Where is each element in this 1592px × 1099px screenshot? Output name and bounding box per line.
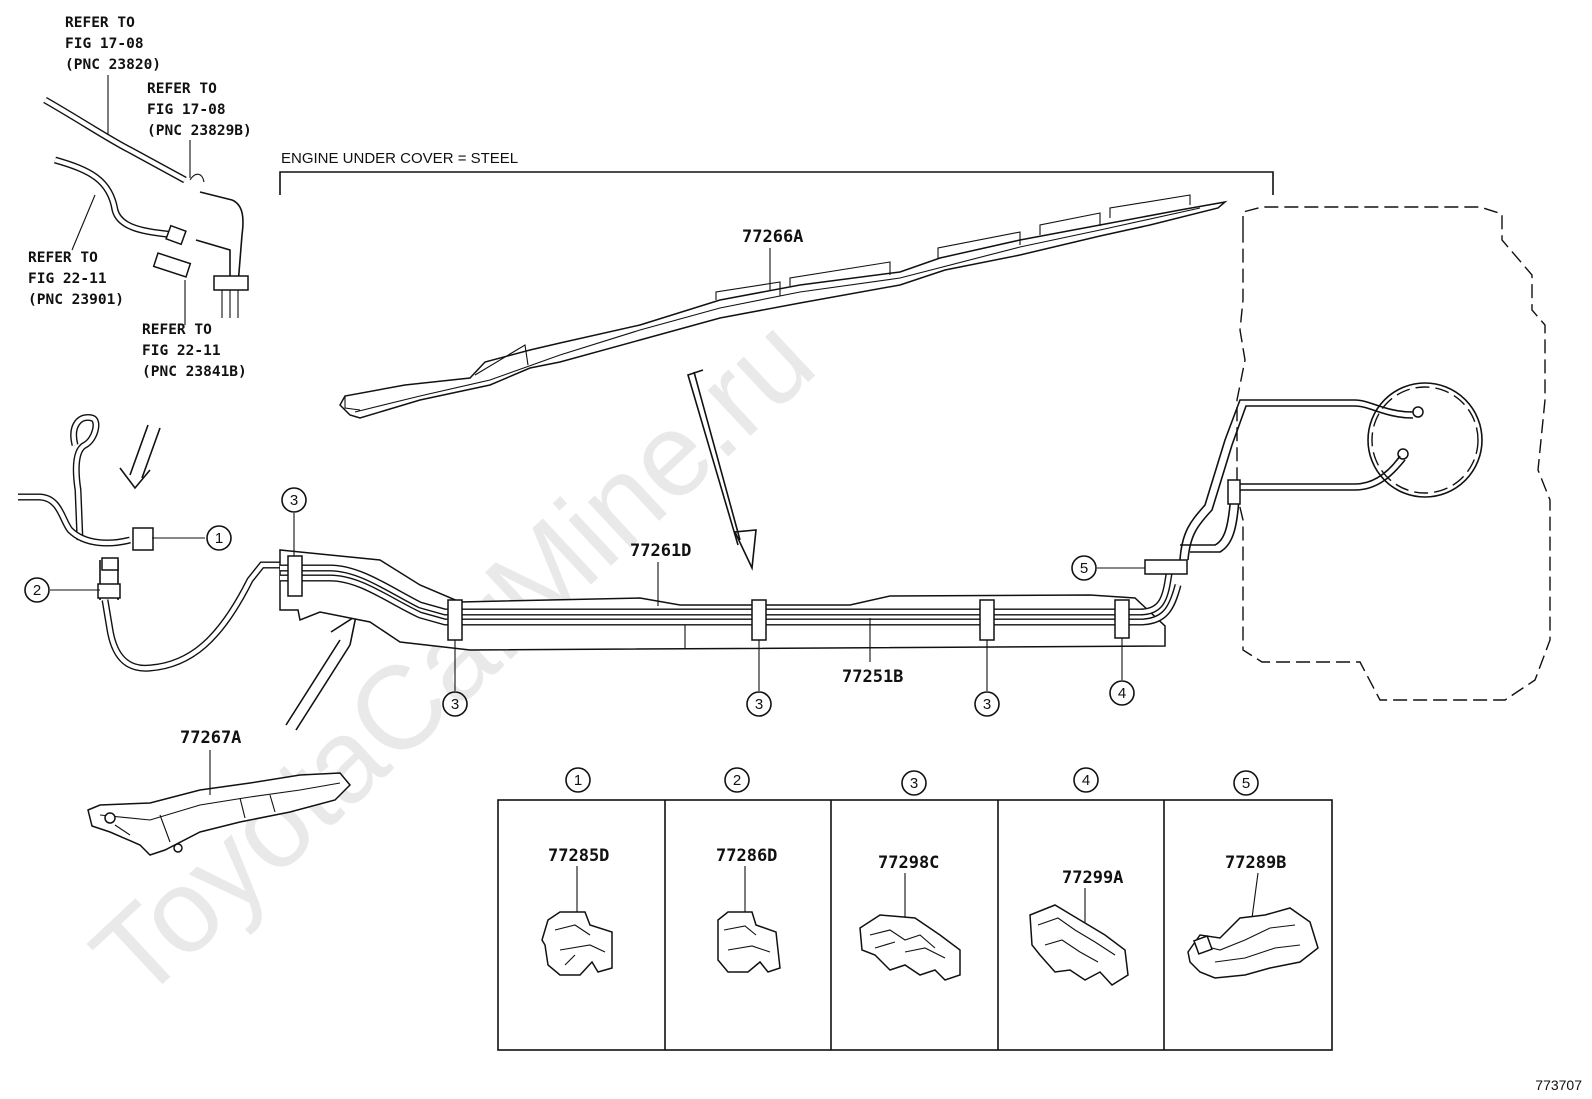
fuel-tank [1144, 206, 1551, 701]
clamp-part-number: 77286D [716, 846, 777, 866]
clamp-number: 5 [1242, 775, 1250, 792]
callout-5: 5 [1071, 555, 1145, 581]
callout-3-top: 3 [281, 487, 307, 556]
reference-line3: (PNC 23829B) [147, 123, 252, 139]
reference-label-23820: REFER TO FIG 17-08 (PNC 23820) [65, 15, 161, 73]
direction-arrows [119, 369, 757, 731]
reference-line1: REFER TO [28, 250, 98, 266]
clamp-3-c [979, 599, 995, 641]
part-number-77261d: 77261D [630, 541, 691, 561]
reference-line1: REFER TO [65, 15, 135, 31]
part-number-77267a: 77267A [180, 728, 241, 748]
clamp-5 [1144, 559, 1188, 575]
clamp-part-number: 77289B [1225, 853, 1286, 873]
reference-line2: FIG 22-11 [142, 343, 221, 359]
diagram-id: 773707 [1535, 1077, 1582, 1093]
section-label: ENGINE UNDER COVER = STEEL [281, 150, 518, 167]
clamp-column-1: 1 77285D [541, 767, 613, 976]
callout-5-number: 5 [1080, 560, 1088, 577]
clamp-number: 1 [574, 772, 582, 789]
clamp-3-a [447, 599, 463, 641]
reference-line2: FIG 17-08 [65, 36, 144, 52]
clamp-table-frame [497, 799, 1333, 1051]
clamp-part-number: 77285D [548, 846, 609, 866]
callout-3-a: 3 [442, 640, 468, 717]
callout-4-number: 4 [1118, 685, 1126, 702]
callout-3-b: 3 [746, 640, 772, 717]
left-hose-assembly [18, 414, 285, 672]
callout-2-number: 2 [33, 582, 41, 599]
callout-3-number: 3 [451, 696, 459, 713]
protector-part [87, 772, 352, 856]
clamp-number: 4 [1082, 772, 1090, 789]
reference-line3: (PNC 23901) [28, 292, 124, 308]
clamp-4 [1114, 599, 1130, 639]
reference-label-23901: REFER TO FIG 22-11 (PNC 23901) [28, 250, 124, 308]
reference-line2: FIG 17-08 [147, 102, 226, 118]
clamp-column-5: 5 77289B [1187, 770, 1319, 979]
callout-1: 1 [152, 525, 232, 551]
callout-4: 4 [1109, 638, 1135, 706]
clamp-3-d [287, 555, 303, 597]
reference-line1: REFER TO [142, 322, 212, 338]
callout-1-number: 1 [215, 530, 223, 547]
part-number-77251b: 77251B [842, 667, 903, 687]
clamp-number: 3 [910, 775, 918, 792]
callout-3-c: 3 [974, 640, 1000, 717]
clamp-column-2: 2 77286D [716, 767, 781, 973]
section-bracket: ENGINE UNDER COVER = STEEL [279, 150, 1274, 195]
clamp-3-b [751, 599, 767, 641]
upper-hoses [43, 96, 249, 318]
clamp-table: 1 77285D 2 77286D 3 77298C 4 [497, 767, 1333, 1051]
clamp-number: 2 [733, 772, 741, 789]
callout-3-number: 3 [755, 696, 763, 713]
reference-leaders [71, 75, 191, 325]
engine-under-cover-part [339, 194, 1228, 419]
main-fuel-tubes [279, 549, 1182, 651]
callout-3-number: 3 [983, 696, 991, 713]
part-number-77266a: 77266A [742, 227, 803, 247]
reference-line3: (PNC 23820) [65, 57, 161, 73]
callout-2: 2 [24, 577, 100, 603]
clamp-part-number: 77299A [1062, 868, 1123, 888]
reference-line1: REFER TO [147, 81, 217, 97]
clamp-column-4: 4 77299A [1029, 767, 1129, 986]
clamp-column-3: 3 77298C [859, 770, 961, 981]
callout-3-number: 3 [290, 492, 298, 509]
reference-label-23829b: REFER TO FIG 17-08 (PNC 23829B) [147, 81, 252, 139]
reference-line3: (PNC 23841B) [142, 364, 247, 380]
reference-label-23841b: REFER TO FIG 22-11 (PNC 23841B) [142, 322, 247, 380]
clamp-part-number: 77298C [878, 853, 939, 873]
reference-line2: FIG 22-11 [28, 271, 107, 287]
